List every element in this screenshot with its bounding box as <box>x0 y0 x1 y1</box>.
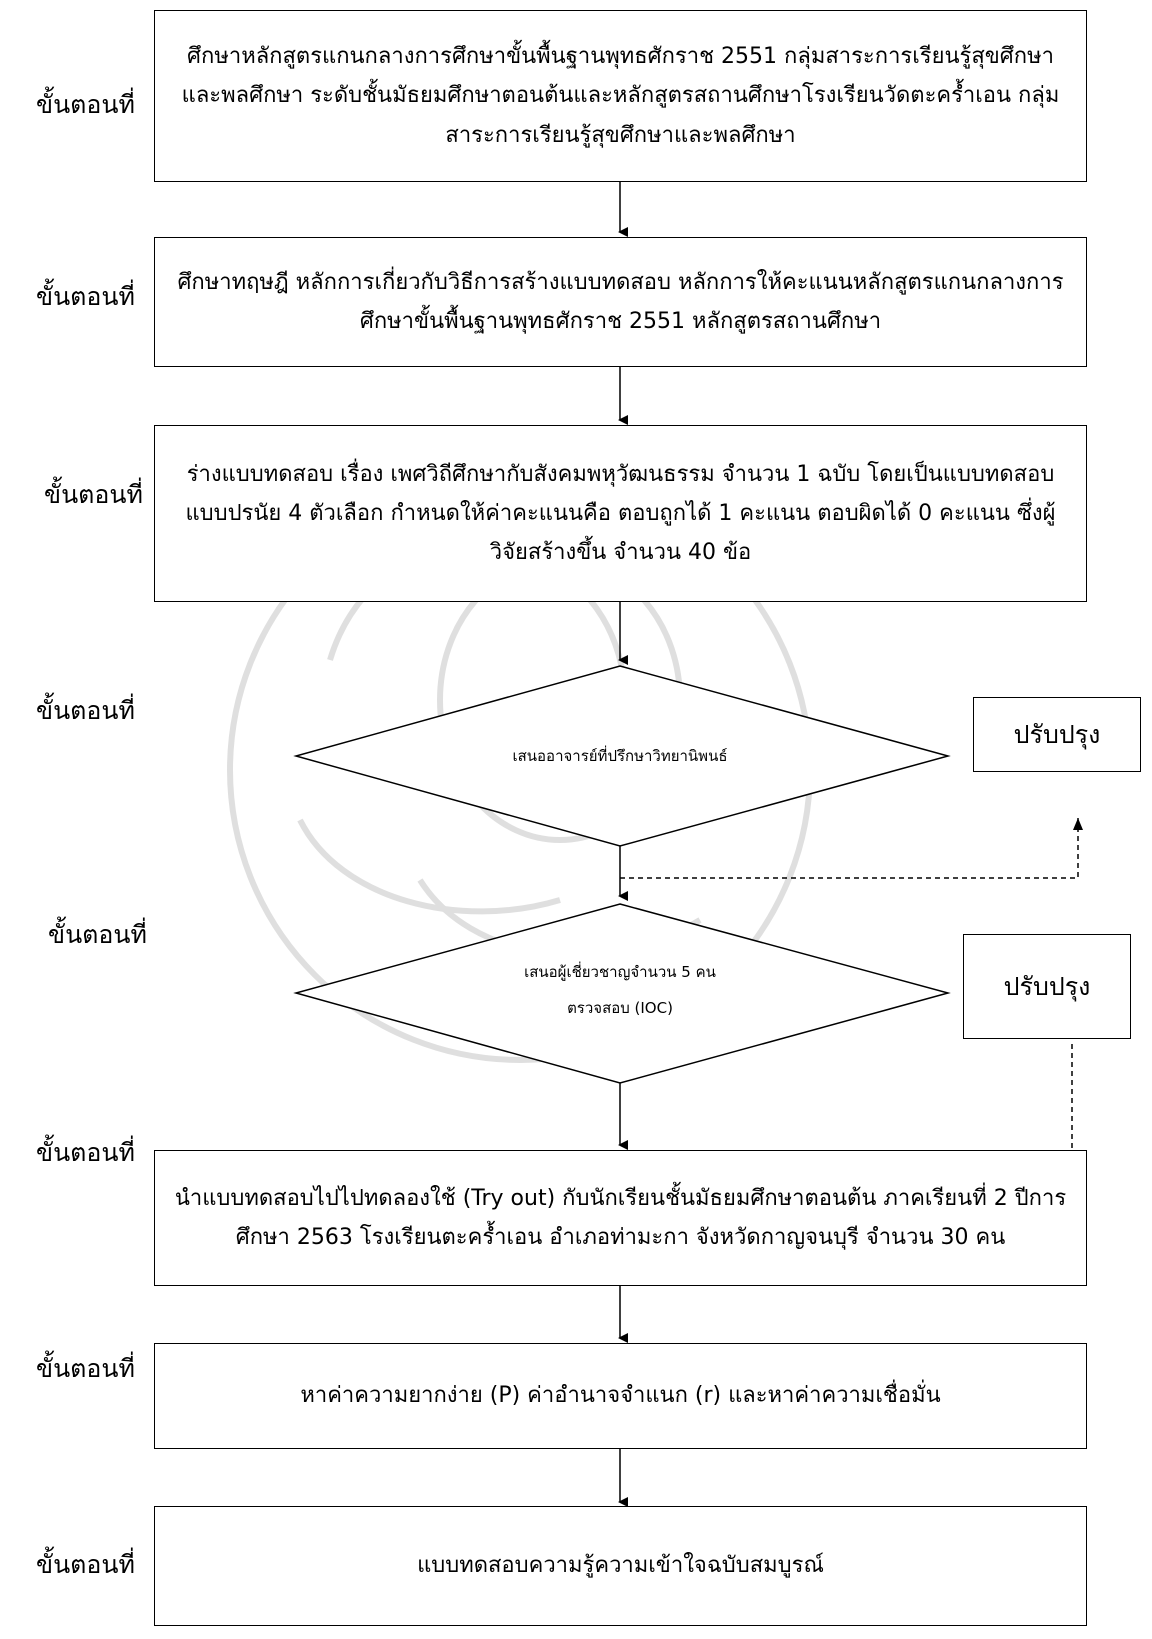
decision-experts-text: เสนอผู้เชี่ยวชาญจำนวน 5 คน ตรวจสอบ (IOC) <box>420 954 820 1026</box>
step-label-5: ขั้นตอนที่ <box>48 920 147 949</box>
decision-advisor-text: เสนออาจารย์ที่ปรึกษาวิทยานิพนธ์ <box>512 747 728 765</box>
revise-box-1-label: ปรับปรุง <box>1013 719 1101 749</box>
revise-box-2-label: ปรับปรุง <box>1003 971 1091 1001</box>
step-label-2: ขั้นตอนที่ <box>36 282 135 311</box>
step-label-4: ขั้นตอนที่ <box>36 696 135 725</box>
step-label-6: ขั้นตอนที่ <box>36 1138 135 1167</box>
step-label-3: ขั้นตอนที่ <box>44 480 143 509</box>
process-box-2-text: ศึกษาทฤษฎี หลักการเกี่ยวกับวิธีการสร้างแ… <box>177 269 1064 334</box>
step-label-8: ขั้นตอนที่ <box>36 1550 135 1579</box>
decision-experts-line2: ตรวจสอบ (IOC) <box>567 999 673 1017</box>
revise-box-2: ปรับปรุง <box>963 934 1131 1039</box>
decision-diamond-experts <box>293 903 951 1084</box>
decision-diamond-advisor <box>293 665 951 847</box>
process-box-8-text: แบบทดสอบความรู้ความเข้าใจฉบับสมบูรณ์ <box>417 1553 824 1579</box>
decision-experts-line1: เสนอผู้เชี่ยวชาญจำนวน 5 คน <box>524 963 716 981</box>
process-box-1: ศึกษาหลักสูตรแกนกลางการศึกษาขั้นพื้นฐานพ… <box>154 10 1087 182</box>
process-box-6: นำแบบทดสอบไปไปทดลองใช้ (Try out) กับนักเ… <box>154 1150 1087 1286</box>
step-label-7: ขั้นตอนที่ <box>36 1354 135 1383</box>
process-box-7: หาค่าความยากง่าย (P) ค่าอำนาจจำแนก (r) แ… <box>154 1343 1087 1449</box>
revise-box-1: ปรับปรุง <box>973 697 1141 772</box>
process-box-8: แบบทดสอบความรู้ความเข้าใจฉบับสมบูรณ์ <box>154 1506 1087 1626</box>
step-label-1: ขั้นตอนที่ <box>36 90 135 119</box>
process-box-1-text: ศึกษาหลักสูตรแกนกลางการศึกษาขั้นพื้นฐานพ… <box>181 44 1060 148</box>
process-box-3: ร่างแบบทดสอบ เรื่อง เพศวิถีศึกษากับสังคม… <box>154 425 1087 602</box>
process-box-2: ศึกษาทฤษฎี หลักการเกี่ยวกับวิธีการสร้างแ… <box>154 237 1087 367</box>
process-box-7-text: หาค่าความยากง่าย (P) ค่าอำนาจจำแนก (r) แ… <box>300 1383 941 1409</box>
feedback-line-1 <box>620 818 1083 879</box>
process-box-6-text: นำแบบทดสอบไปไปทดลองใช้ (Try out) กับนักเ… <box>174 1185 1067 1250</box>
process-box-3-text: ร่างแบบทดสอบ เรื่อง เพศวิถีศึกษากับสังคม… <box>185 461 1056 566</box>
